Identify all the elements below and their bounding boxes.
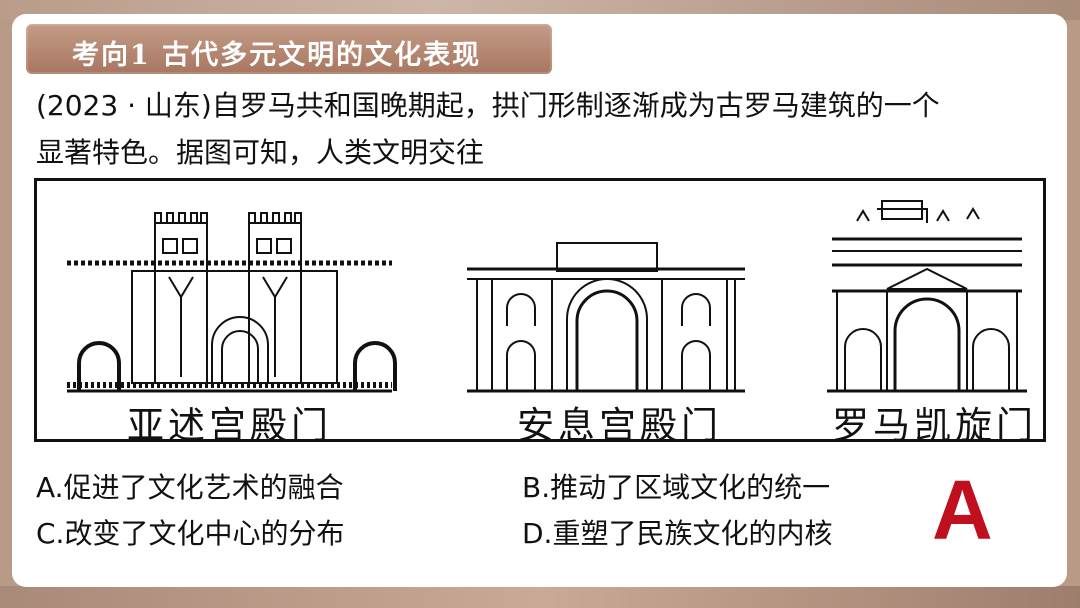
gates-illustration [67, 200, 1027, 393]
option-a[interactable]: A.促进了文化艺术的融合 [36, 471, 344, 504]
answer-label: A [932, 463, 993, 557]
assyrian-gate-drawing [67, 212, 397, 393]
caption-assyrian-gate: 亚述宫殿门 [127, 404, 332, 447]
background-bottom [0, 586, 1080, 608]
architecture-figure: 亚述宫殿门 安息宫殿门 罗马凯旋门 [34, 178, 1046, 447]
option-c[interactable]: C.改变了文化中心的分布 [36, 517, 345, 550]
question-line-1: (2023 · 山东)自罗马共和国晚期起，拱门形制逐渐成为古罗马建筑的一个 [36, 89, 940, 122]
question-text: (2023 · 山东)自罗马共和国晚期起，拱门形制逐渐成为古罗马建筑的一个 显著… [36, 82, 1056, 176]
section-header: 考向1 古代多元文明的文化表现 [26, 24, 552, 74]
roman-arch-drawing [827, 200, 1027, 393]
section-title: 考向1 古代多元文明的文化表现 [72, 40, 482, 71]
caption-parthian-gate: 安息宫殿门 [517, 404, 722, 447]
option-b[interactable]: B.推动了区域文化的统一 [522, 471, 831, 504]
slide-card: 考向1 古代多元文明的文化表现 (2023 · 山东)自罗马共和国晚期起，拱门形… [12, 14, 1067, 587]
caption-roman-arch: 罗马凯旋门 [832, 404, 1037, 447]
question-line-2: 显著特色。据图可知，人类文明交往 [36, 136, 485, 169]
parthian-gate-drawing [467, 242, 745, 393]
option-d[interactable]: D.重塑了民族文化的内核 [522, 517, 833, 550]
